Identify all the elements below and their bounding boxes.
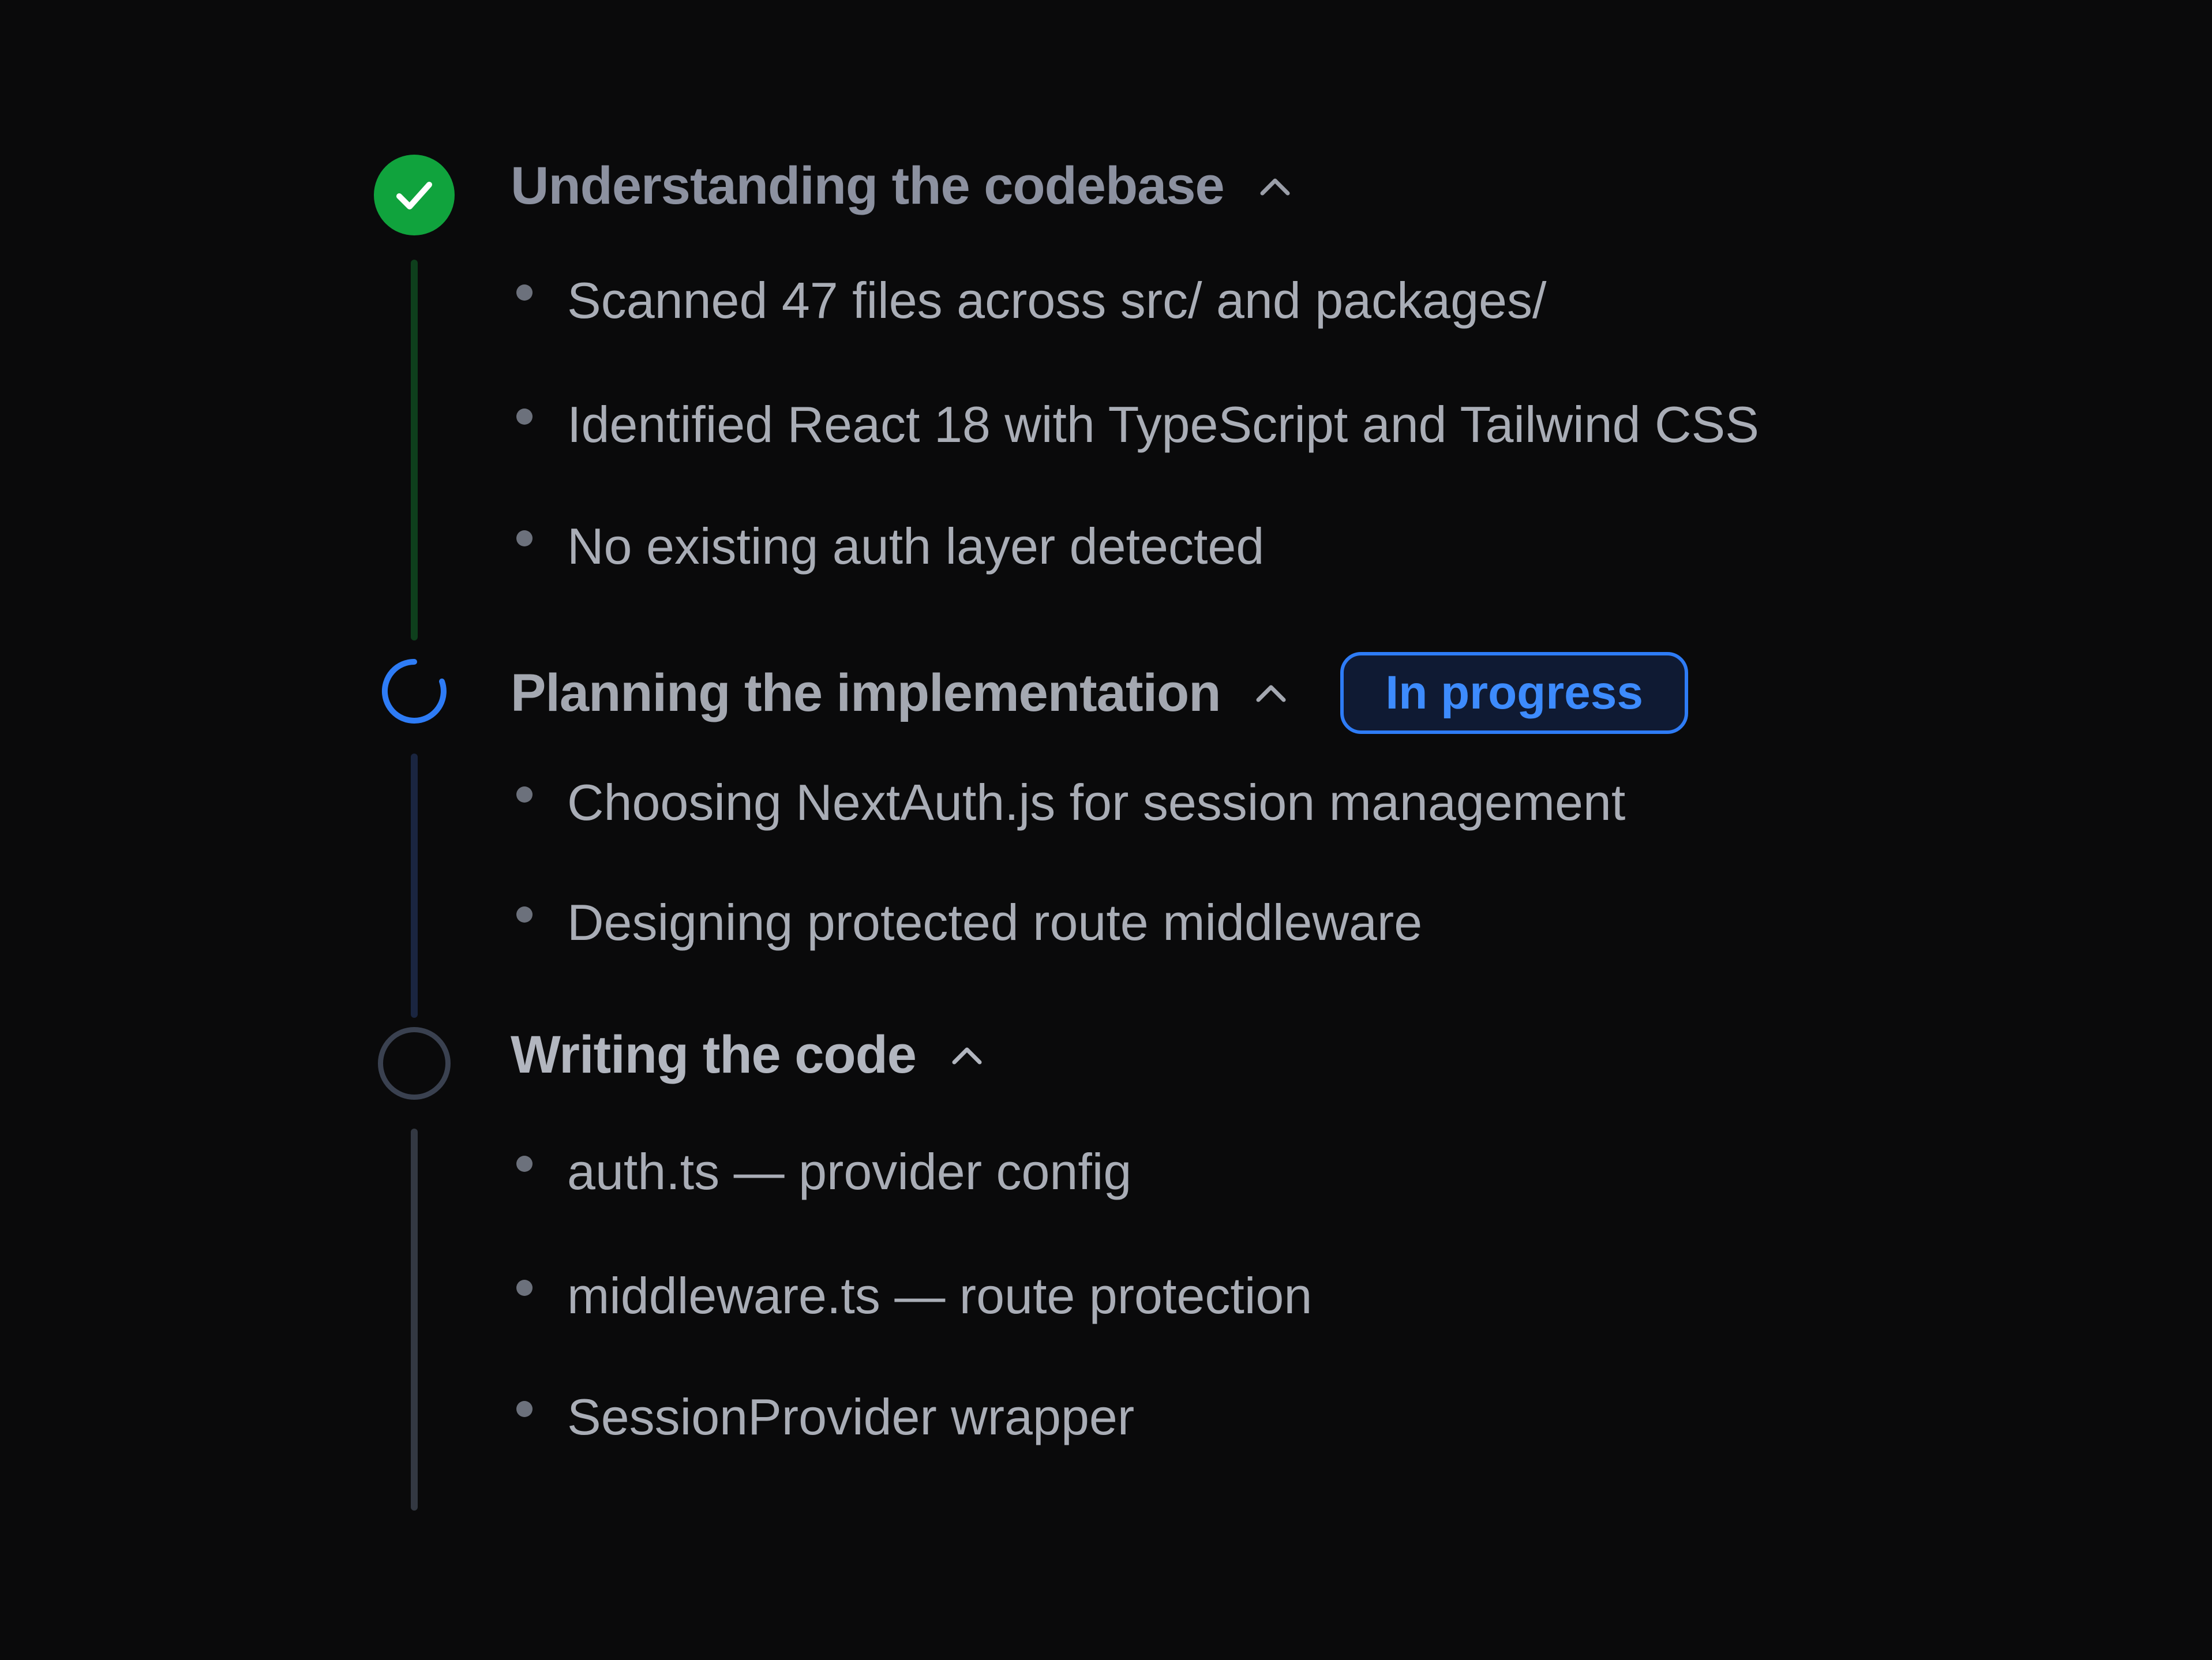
list-item: middleware.ts — route protection: [516, 1266, 1312, 1325]
list-item: SessionProvider wrapper: [516, 1388, 1134, 1447]
bullet-icon: [516, 1401, 533, 1417]
list-item-text: auth.ts — provider config: [567, 1143, 1132, 1200]
chevron-up-icon[interactable]: [1258, 175, 1292, 198]
step-title: Planning the implementation: [511, 663, 1221, 722]
step-title: Writing the code: [511, 1025, 917, 1084]
list-item: No existing auth layer detected: [516, 517, 1264, 576]
step-connector: [411, 754, 418, 1018]
list-item-text: No existing auth layer detected: [567, 518, 1265, 575]
list-item: Scanned 47 files across src/ and package…: [516, 271, 1546, 330]
bullet-icon: [516, 1156, 533, 1172]
step-title: Understanding the codebase: [511, 156, 1225, 215]
bullet-icon: [516, 284, 533, 301]
status-badge: In progress: [1340, 652, 1688, 734]
step-header-writing[interactable]: Writing the code: [511, 1025, 984, 1085]
list-item-text: middleware.ts — route protection: [567, 1267, 1313, 1324]
check-circle-icon: [374, 155, 455, 235]
list-item: Identified React 18 with TypeScript and …: [516, 395, 1759, 454]
chevron-up-icon[interactable]: [950, 1044, 984, 1067]
chevron-up-icon[interactable]: [1254, 681, 1288, 705]
list-item-text: Scanned 47 files across src/ and package…: [567, 272, 1547, 329]
bullet-icon: [516, 1280, 533, 1296]
list-item-text: Designing protected route middleware: [567, 894, 1423, 951]
list-item: Designing protected route middleware: [516, 893, 1422, 952]
list-item-text: SessionProvider wrapper: [567, 1388, 1135, 1445]
empty-circle-icon: [378, 1027, 451, 1100]
bullet-icon: [516, 906, 533, 923]
step-connector: [411, 1129, 418, 1511]
bullet-icon: [516, 409, 533, 425]
bullet-icon: [516, 530, 533, 546]
bullet-icon: [516, 786, 533, 803]
list-item-text: Identified React 18 with TypeScript and …: [567, 396, 1759, 453]
spinner-icon: [378, 655, 450, 727]
list-item-text: Choosing NextAuth.js for session managem…: [567, 774, 1626, 831]
list-item: Choosing NextAuth.js for session managem…: [516, 773, 1625, 832]
step-connector: [411, 260, 418, 640]
list-item: auth.ts — provider config: [516, 1142, 1131, 1201]
step-header-understanding[interactable]: Understanding the codebase: [511, 156, 1292, 216]
step-header-planning[interactable]: Planning the implementation In progress: [511, 652, 1688, 734]
